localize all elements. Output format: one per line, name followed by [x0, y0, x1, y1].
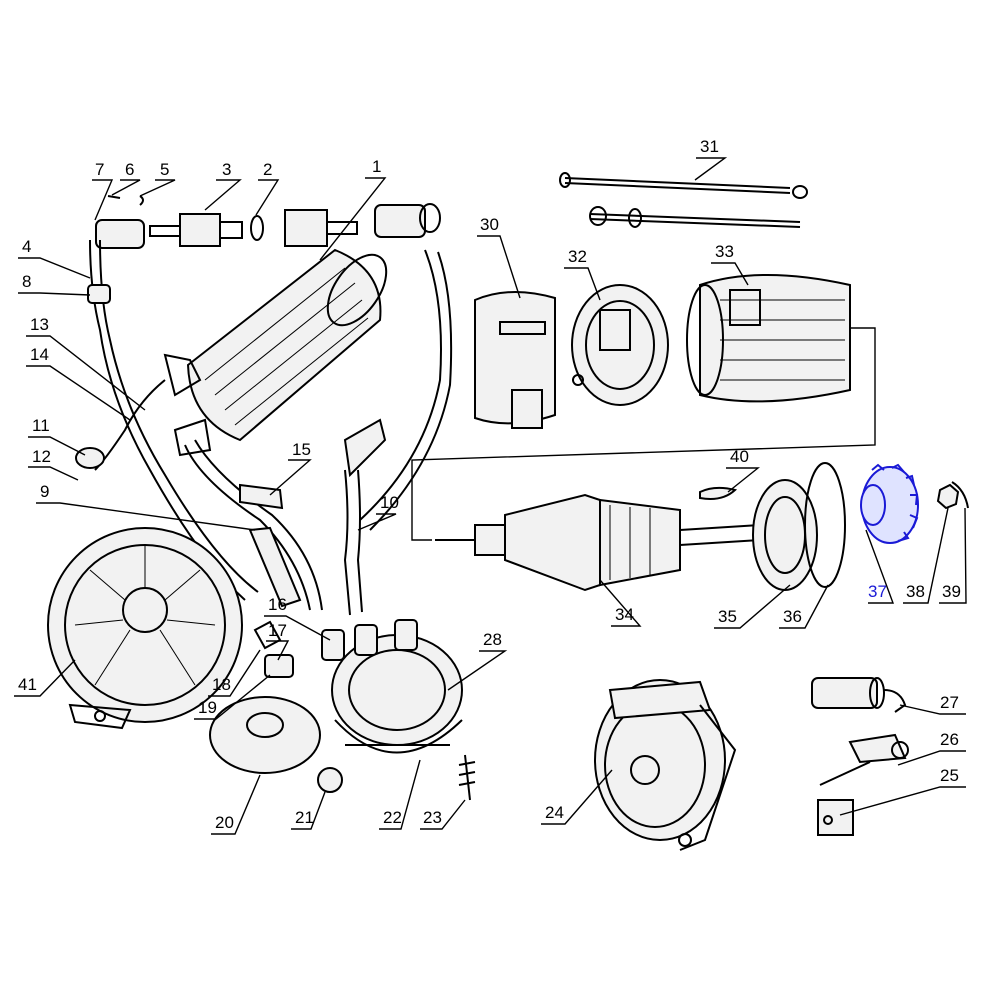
label-5: 5: [160, 160, 169, 179]
label-19: 19: [198, 698, 217, 717]
ht-leads: [75, 239, 453, 616]
cover-band: [474, 291, 556, 429]
distributor-housing: [321, 619, 463, 754]
label-33: 33: [715, 242, 734, 261]
label-13: 13: [30, 315, 49, 334]
contact-breaker: [817, 733, 909, 836]
label-2: 2: [263, 160, 272, 179]
yoke: [686, 274, 851, 403]
ignition-coil: [163, 248, 388, 457]
label-40: 40: [730, 447, 749, 466]
label-28: 28: [483, 630, 502, 649]
armature: [435, 493, 761, 592]
label-24: 24: [545, 803, 564, 822]
through-bolts: [559, 172, 808, 228]
label-41: 41: [18, 675, 37, 694]
label-39: 39: [942, 582, 961, 601]
condenser: [811, 677, 907, 713]
label-31: 31: [700, 137, 719, 156]
label-26: 26: [940, 730, 959, 749]
commutator-end-bracket: [571, 284, 669, 406]
label-11: 11: [32, 416, 50, 435]
label-34: 34: [615, 605, 634, 624]
label-6: 6: [125, 160, 134, 179]
label-20: 20: [215, 813, 234, 832]
nut-and-split-pin: [936, 481, 969, 510]
label-4: 4: [22, 237, 31, 256]
label-14: 14: [30, 345, 49, 364]
gear-pinion-highlighted: [860, 463, 919, 544]
label-15: 15: [292, 440, 311, 459]
part-labels: 1 2 3 4 5 6 7 8 9 10 11 12 13 14 15 16 1…: [18, 137, 961, 832]
label-7: 7: [95, 160, 104, 179]
label-12: 12: [32, 447, 51, 466]
label-17: 17: [268, 621, 287, 640]
label-35: 35: [718, 607, 737, 626]
assembly-bracket-lines: [411, 327, 876, 541]
label-18: 18: [212, 675, 231, 694]
small-parts: [209, 620, 476, 801]
label-36: 36: [783, 607, 802, 626]
label-21: 21: [295, 808, 314, 827]
label-1: 1: [372, 157, 381, 176]
label-10: 10: [380, 493, 399, 512]
dynamo-end-bracket: [594, 679, 737, 851]
label-27: 27: [940, 693, 959, 712]
leader-lines: [14, 157, 967, 835]
label-30: 30: [480, 215, 499, 234]
label-37: 37: [868, 582, 887, 601]
label-3: 3: [222, 160, 231, 179]
label-38: 38: [906, 582, 925, 601]
spark-plug-assembly: [95, 195, 441, 249]
drive-end-bracket: [752, 462, 846, 591]
label-23: 23: [423, 808, 442, 827]
label-32: 32: [568, 247, 587, 266]
label-22: 22: [383, 808, 402, 827]
label-25: 25: [940, 766, 959, 785]
label-16: 16: [268, 595, 287, 614]
label-9: 9: [40, 482, 49, 501]
woodruff-key: [699, 486, 738, 500]
label-8: 8: [22, 272, 31, 291]
horn: [47, 527, 243, 730]
